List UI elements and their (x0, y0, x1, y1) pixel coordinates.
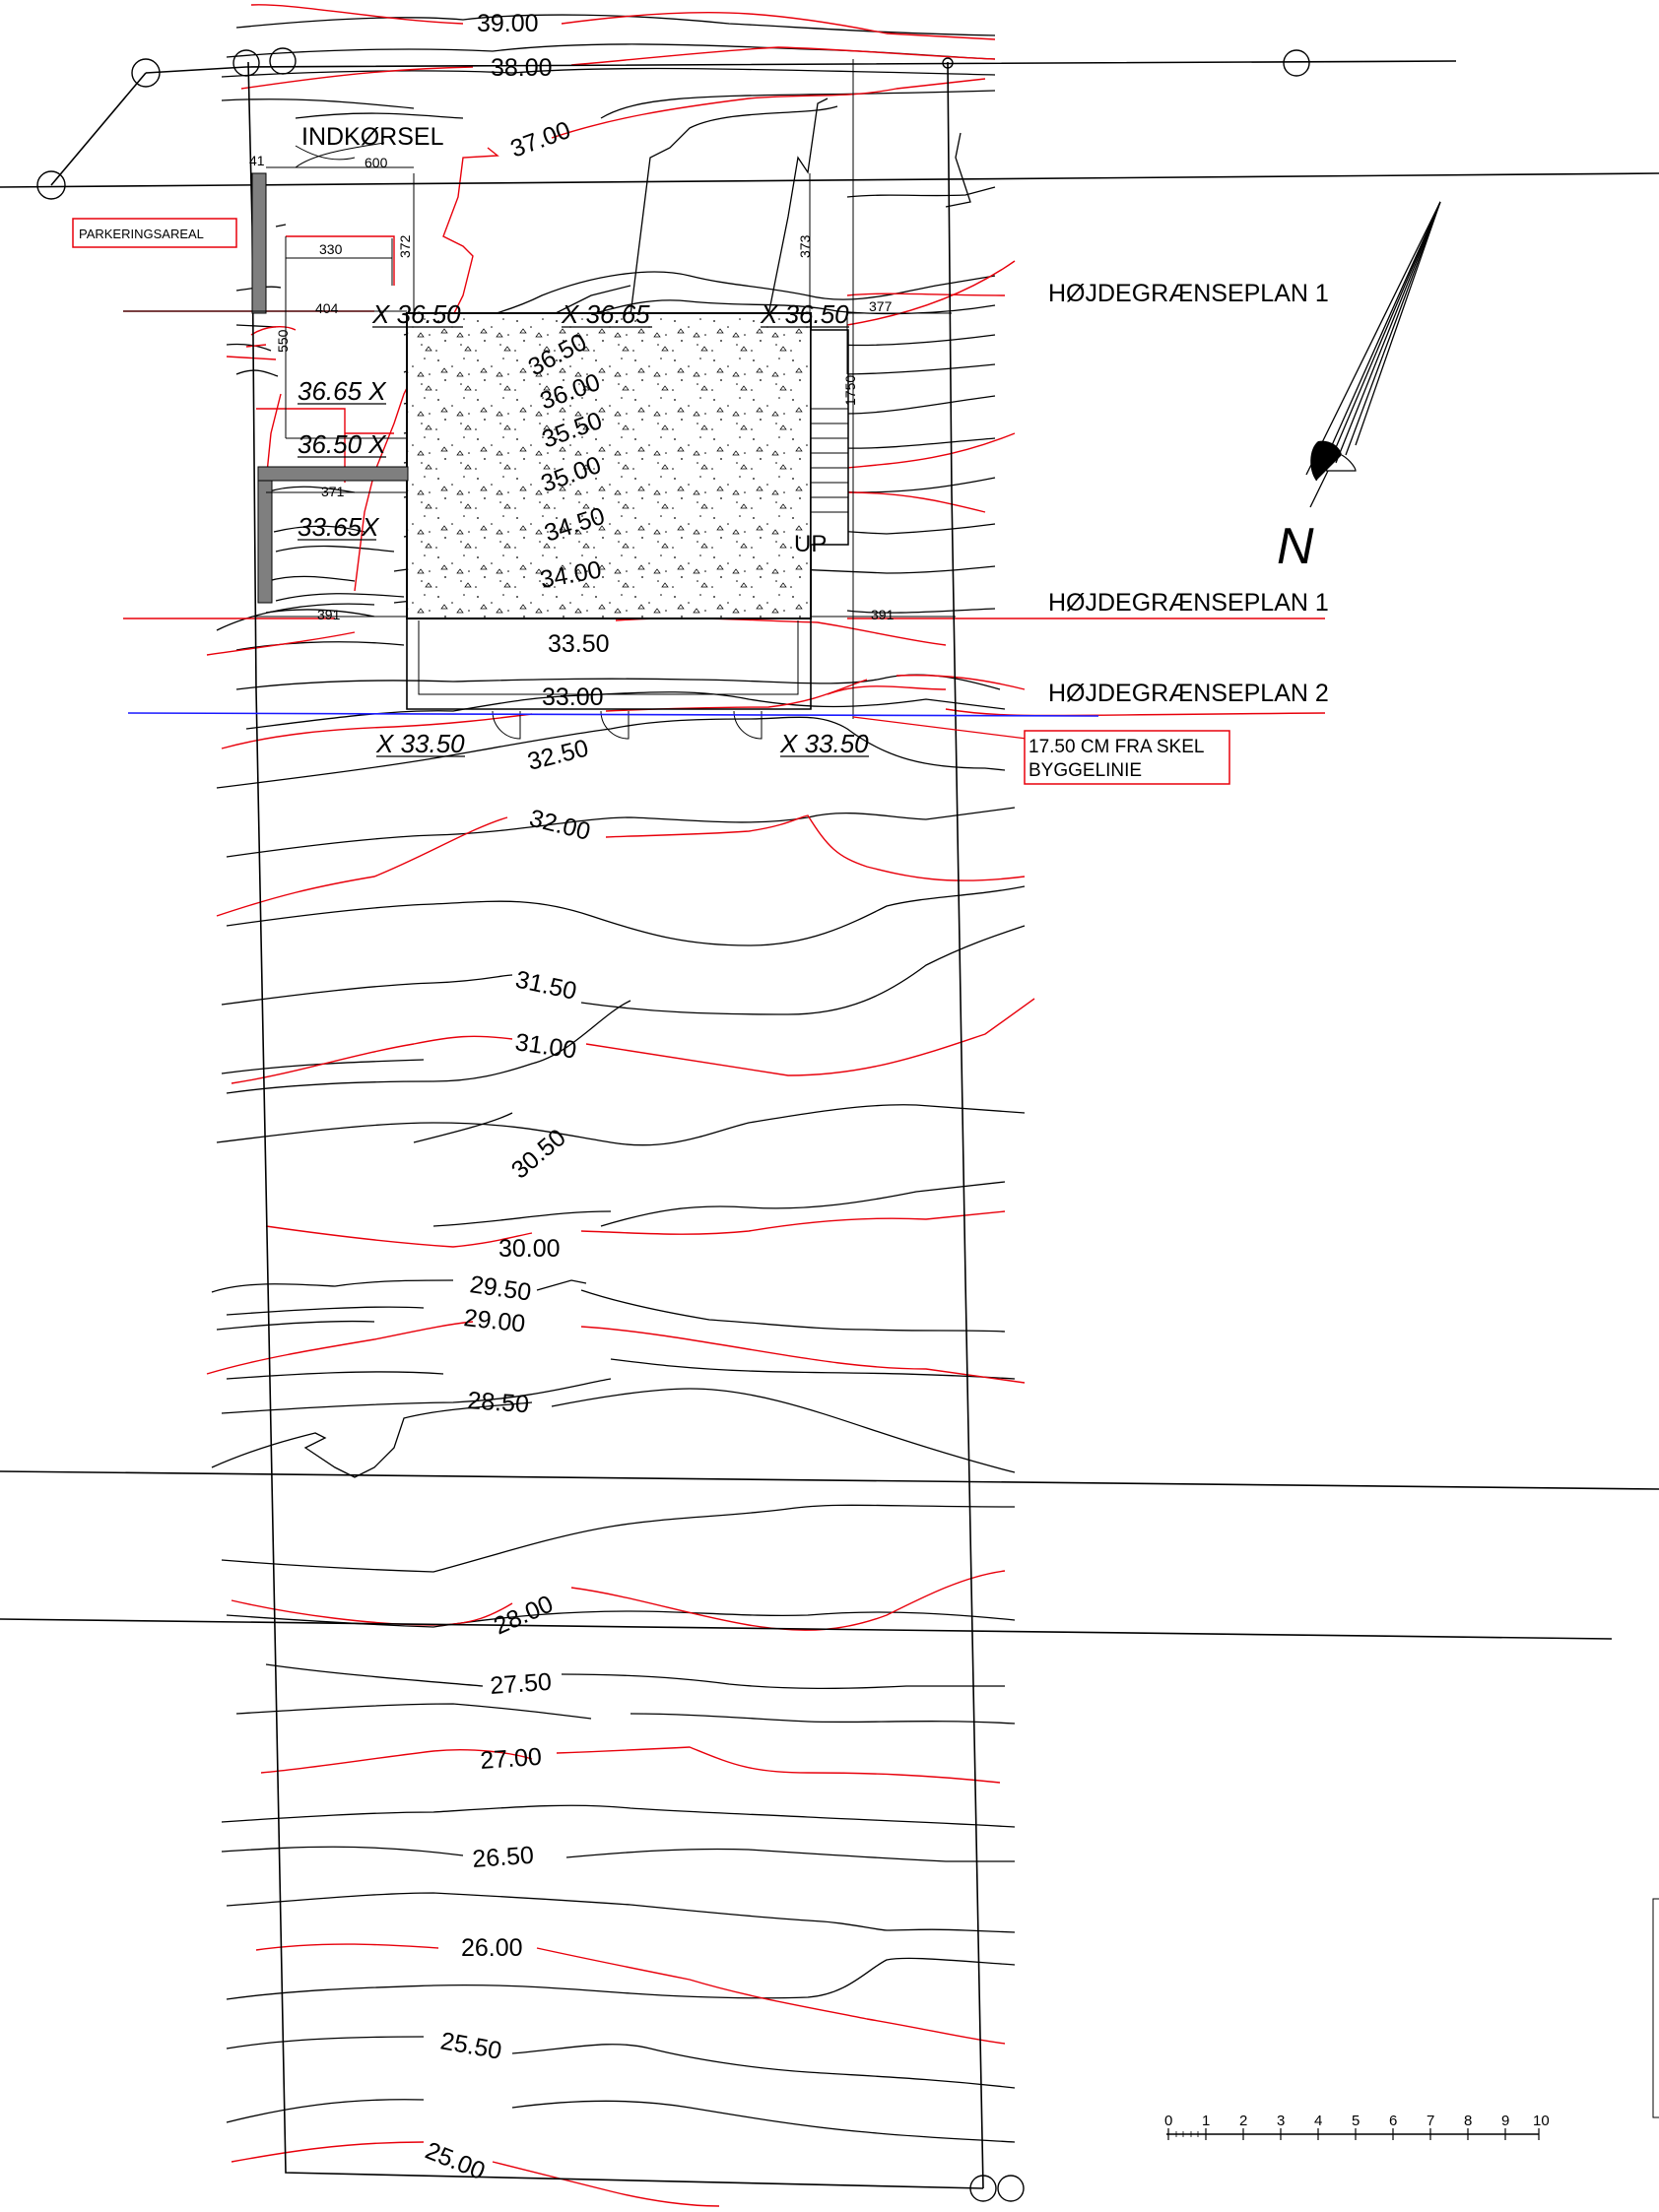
north-arrow: N (1277, 201, 1441, 575)
scale-bar: 0 1 2 3 4 5 6 7 8 9 10 (1164, 2113, 1550, 2140)
scale-tick-label: 9 (1501, 2113, 1509, 2129)
scale-tick-label: 7 (1427, 2113, 1434, 2129)
dimension: 550 (275, 329, 291, 353)
spot-level: 36.65 X (298, 376, 387, 406)
dimension: 391 (317, 607, 341, 622)
contour-label: 26.50 (471, 1842, 534, 1873)
scale-tick-label: 1 (1202, 2113, 1210, 2129)
building (406, 312, 849, 740)
scale-tick-label: 8 (1464, 2113, 1472, 2129)
contour-label: 30.00 (498, 1235, 561, 1263)
spot-level: X 33.50 (779, 729, 869, 758)
contour-label: 38.00 (491, 54, 553, 82)
contour-label: 29.00 (462, 1304, 526, 1337)
contour-label: 29.50 (468, 1270, 533, 1306)
retaining-walls (251, 172, 409, 604)
building-line (127, 712, 1099, 717)
dimension: 391 (871, 607, 895, 622)
height-plane-label: HØJDEGRÆNSEPLAN 1 (1048, 589, 1329, 617)
contour-label: 39.00 (477, 10, 539, 37)
spot-level: 36.50 X (298, 429, 387, 459)
dimension: 371 (321, 484, 345, 499)
parking-label-box (72, 218, 237, 248)
spot-level: 33.65X (298, 512, 380, 542)
contours-major (123, 4, 1326, 2207)
height-plane-label: HØJDEGRÆNSEPLAN 2 (1048, 680, 1329, 707)
dimension: 41 (249, 153, 265, 168)
contour-label: 31.50 (513, 965, 579, 1005)
driveway-label: INDKØRSEL (301, 123, 444, 151)
spot-level: X 33.50 (375, 729, 465, 758)
scale-tick-label: 3 (1277, 2113, 1285, 2129)
parking-label: PARKERINGSAREAL (79, 227, 204, 241)
contour-label: 32.00 (527, 805, 593, 846)
spot-level: X 36.50 (371, 299, 461, 329)
contour-label: 30.50 (506, 1124, 571, 1185)
survey-points (36, 47, 1310, 2202)
setback-leader (852, 716, 1028, 740)
dimension: 330 (319, 241, 343, 257)
parking-frame (123, 142, 956, 618)
up-label: UP (794, 531, 827, 557)
dimension: 404 (315, 300, 339, 316)
contour-label: 27.00 (479, 1743, 542, 1775)
scale-tick-label: 10 (1533, 2113, 1550, 2129)
contour-label: 25.00 (422, 2137, 489, 2185)
dimension: 1750 (842, 375, 858, 406)
contour-label: 33.00 (542, 683, 604, 711)
contour-label: 28.50 (467, 1387, 530, 1418)
contour-label: 33.50 (548, 630, 610, 658)
dimension: 377 (869, 298, 893, 314)
setback-note-line2: BYGGELINIE (1029, 760, 1142, 781)
contour-label: 37.00 (506, 116, 573, 163)
spot-level: X 36.65 (561, 299, 650, 329)
scale-tick-label: 5 (1352, 2113, 1360, 2129)
setback-note-box (1024, 730, 1230, 785)
contour-labels: 39.00 38.00 37.00 36.50 36.00 35.50 35.0… (422, 10, 610, 2185)
spot-levels: X 36.50 X 36.65 X 36.50 36.65 X 36.50 X … (298, 299, 869, 758)
north-label: N (1277, 518, 1314, 575)
dimension: 600 (365, 155, 388, 170)
setback-note-line1: 17.50 CM FRA SKEL (1029, 737, 1204, 757)
contour-label: 27.50 (489, 1668, 552, 1700)
contour-label: 26.00 (461, 1934, 523, 1962)
scale-tick-label: 4 (1314, 2113, 1322, 2129)
dimensions: 41 600 330 372 373 404 377 550 1750 371 … (249, 153, 895, 622)
contour-label: 31.00 (513, 1028, 578, 1064)
spot-level: X 36.50 (760, 299, 849, 329)
scale-tick-label: 6 (1389, 2113, 1397, 2129)
contour-label: 25.50 (438, 2027, 503, 2064)
contour-label: 28.00 (490, 1590, 558, 1640)
scale-tick-label: 2 (1239, 2113, 1247, 2129)
dimension: 373 (797, 234, 813, 258)
scale-tick-label: 0 (1164, 2113, 1172, 2129)
survey-lines (0, 59, 1659, 2189)
height-plane-label: HØJDEGRÆNSEPLAN 1 (1048, 280, 1329, 307)
dimension: 372 (397, 234, 413, 258)
